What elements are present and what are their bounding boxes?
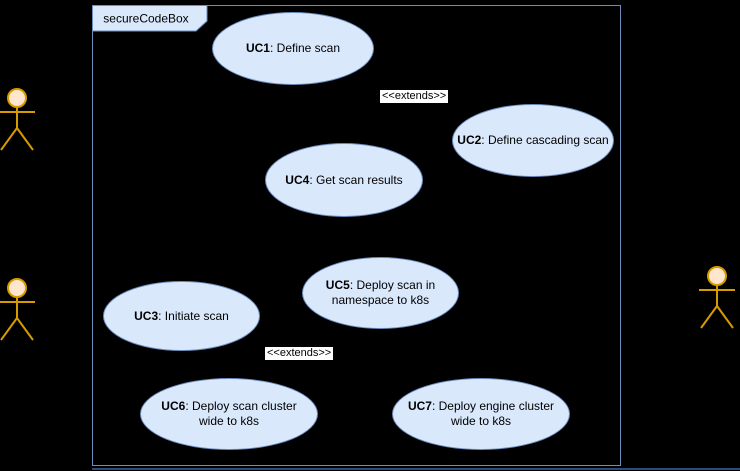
usecase-uc4[interactable]: UC4: Get scan results — [265, 143, 423, 217]
usecase-text: : Initiate scan — [158, 308, 229, 323]
usecase-id: UC1 — [245, 41, 270, 55]
extends-label-bottom: <<extends>> — [265, 347, 334, 360]
usecase-uc7[interactable]: UC7: Deploy engine cluster wide to k8s — [392, 378, 570, 450]
usecase-uc3[interactable]: UC3: Initiate scan — [103, 281, 260, 351]
system-boundary-label[interactable]: secureCodeBox — [92, 5, 208, 32]
usecase-text: : Deploy scan cluster wide to k8s — [185, 399, 297, 428]
extends-label-top: <<extends>> — [380, 90, 449, 103]
actor-icon-left-bottom[interactable] — [0, 278, 35, 344]
usecase-text: : Deploy scan in namespace to k8s — [331, 278, 436, 307]
usecase-text: : Deploy engine cluster wide to k8s — [431, 399, 555, 428]
actor-icon-left-top[interactable] — [0, 88, 35, 154]
actor-icon-right[interactable] — [699, 266, 735, 332]
system-boundary-box — [92, 5, 621, 466]
frame-label-shape — [92, 5, 208, 32]
usecase-uc6[interactable]: UC6: Deploy scan cluster wide to k8s — [140, 378, 318, 450]
frame-label-text: secureCodeBox — [103, 12, 188, 26]
usecase-id: UC4 — [285, 172, 310, 187]
usecase-id: UC5 — [325, 278, 350, 292]
usecase-id: UC7 — [407, 399, 432, 413]
usecase-uc2[interactable]: UC2: Define cascading scan — [452, 104, 614, 177]
usecase-id: UC6 — [161, 399, 186, 413]
usecase-text: : Define cascading scan — [481, 133, 609, 147]
usecase-text: : Get scan results — [309, 172, 403, 187]
usecase-uc1[interactable]: UC1: Define scan — [212, 12, 374, 85]
usecase-text: : Define scan — [269, 41, 341, 55]
usecase-id: UC3 — [134, 308, 159, 323]
usecase-id: UC2 — [457, 133, 482, 147]
bottom-edge-line — [92, 468, 740, 470]
usecase-uc5[interactable]: UC5: Deploy scan in namespace to k8s — [302, 257, 459, 329]
